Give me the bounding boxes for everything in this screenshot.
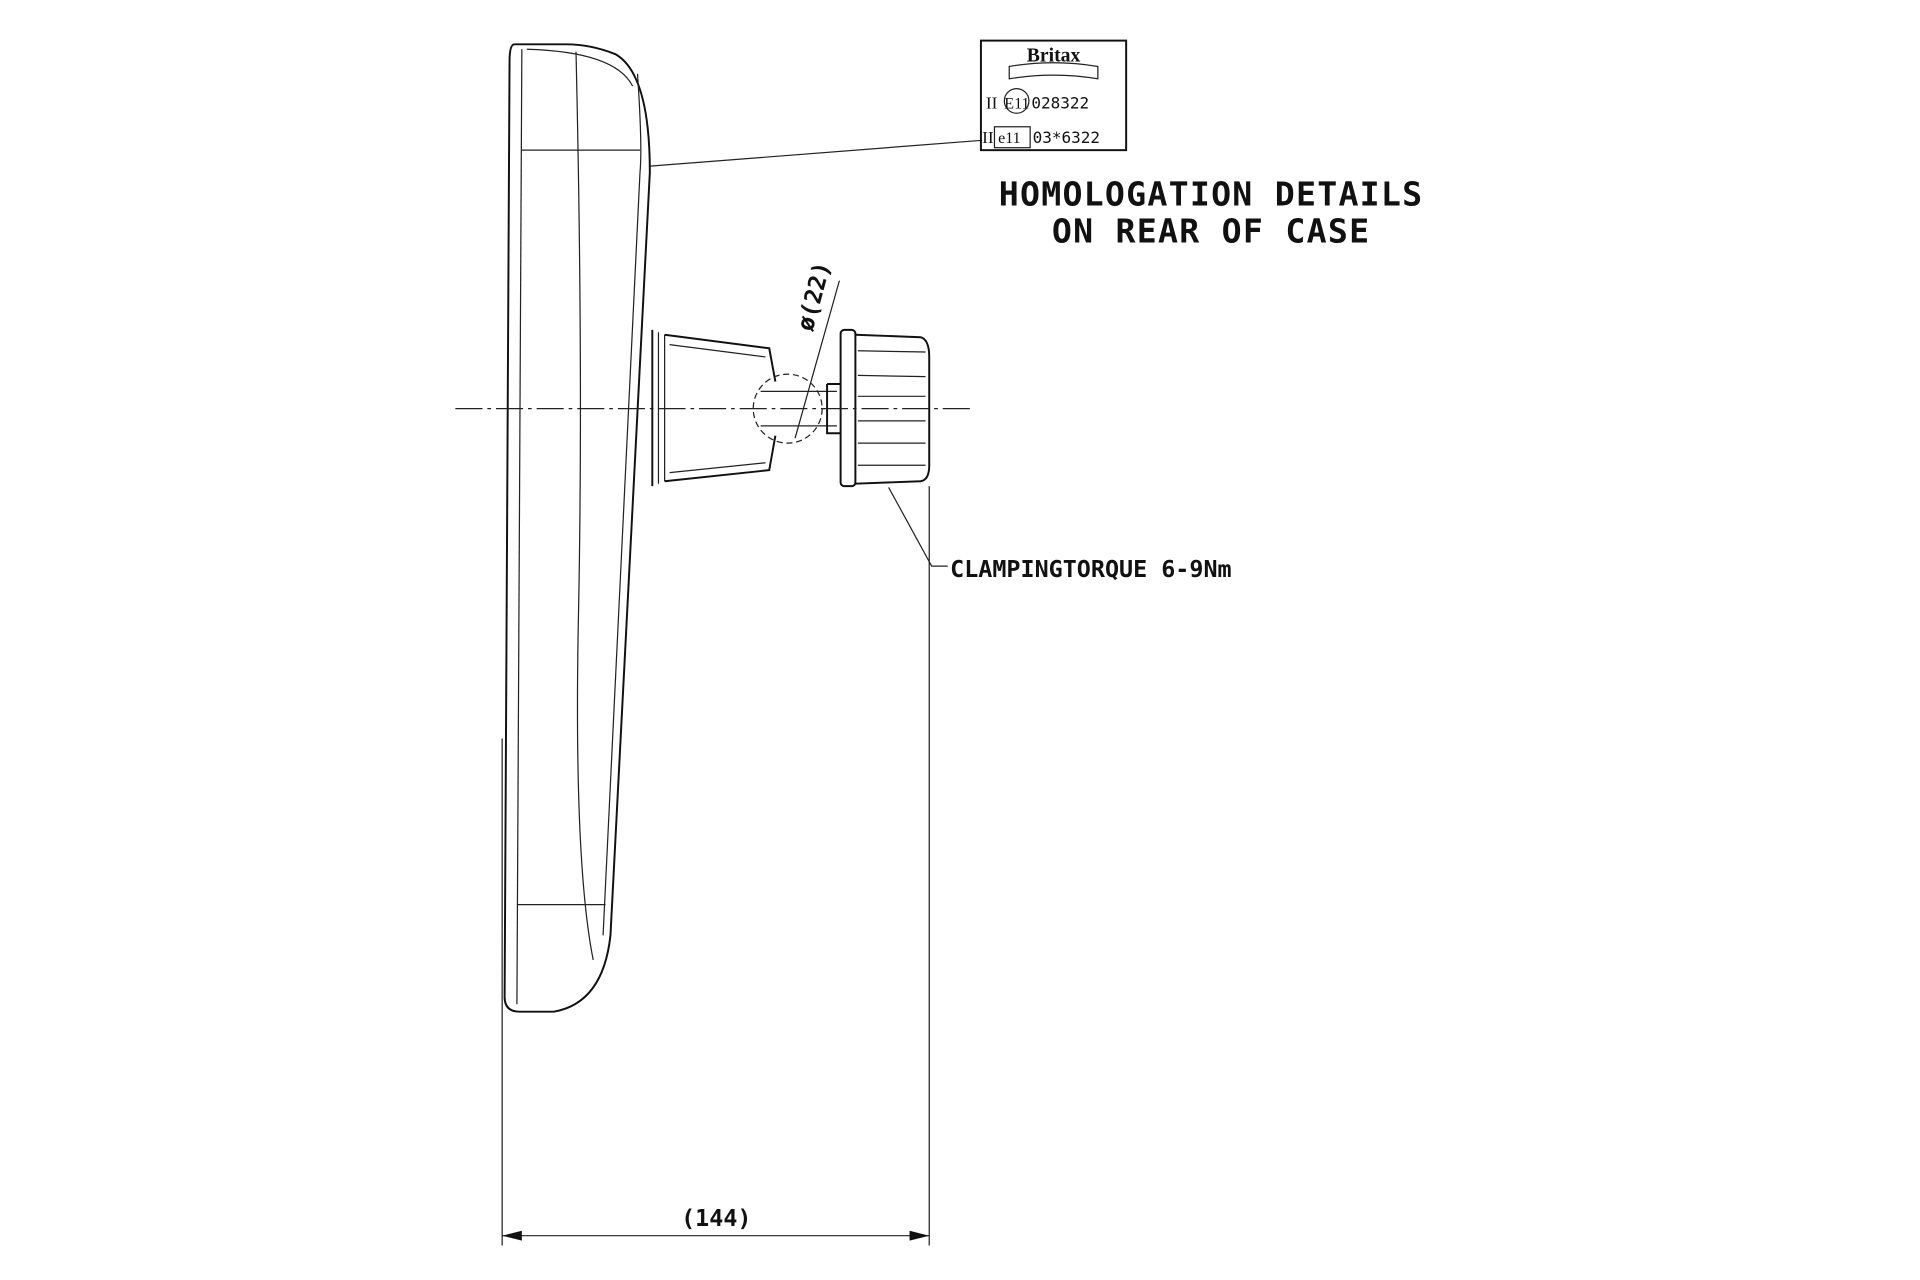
homologation-label: Britax II E11 028322 II e11 03*6322 [979, 39, 1128, 152]
svg-text:Britax: Britax [1027, 45, 1081, 67]
svg-text:03*6322: 03*6322 [1033, 128, 1100, 147]
svg-text:028322: 028322 [1031, 93, 1089, 112]
homologation-note-line2: ON REAR OF CASE [1052, 211, 1370, 250]
ball-diameter-text: ø(22) [791, 259, 836, 334]
mirror-case [503, 43, 651, 1013]
svg-text:II: II [986, 93, 998, 112]
homologation-note-line1: HOMOLOGATION DETAILS [999, 175, 1424, 214]
svg-text:e11: e11 [998, 130, 1021, 147]
depth-dimension-text: (144) [681, 1204, 751, 1232]
depth-dimension [501, 486, 930, 1246]
clamping-torque-note: CLAMPINGTORQUE 6-9Nm [950, 555, 1231, 583]
svg-text:E11: E11 [1004, 95, 1029, 112]
svg-text:II: II [982, 128, 994, 147]
